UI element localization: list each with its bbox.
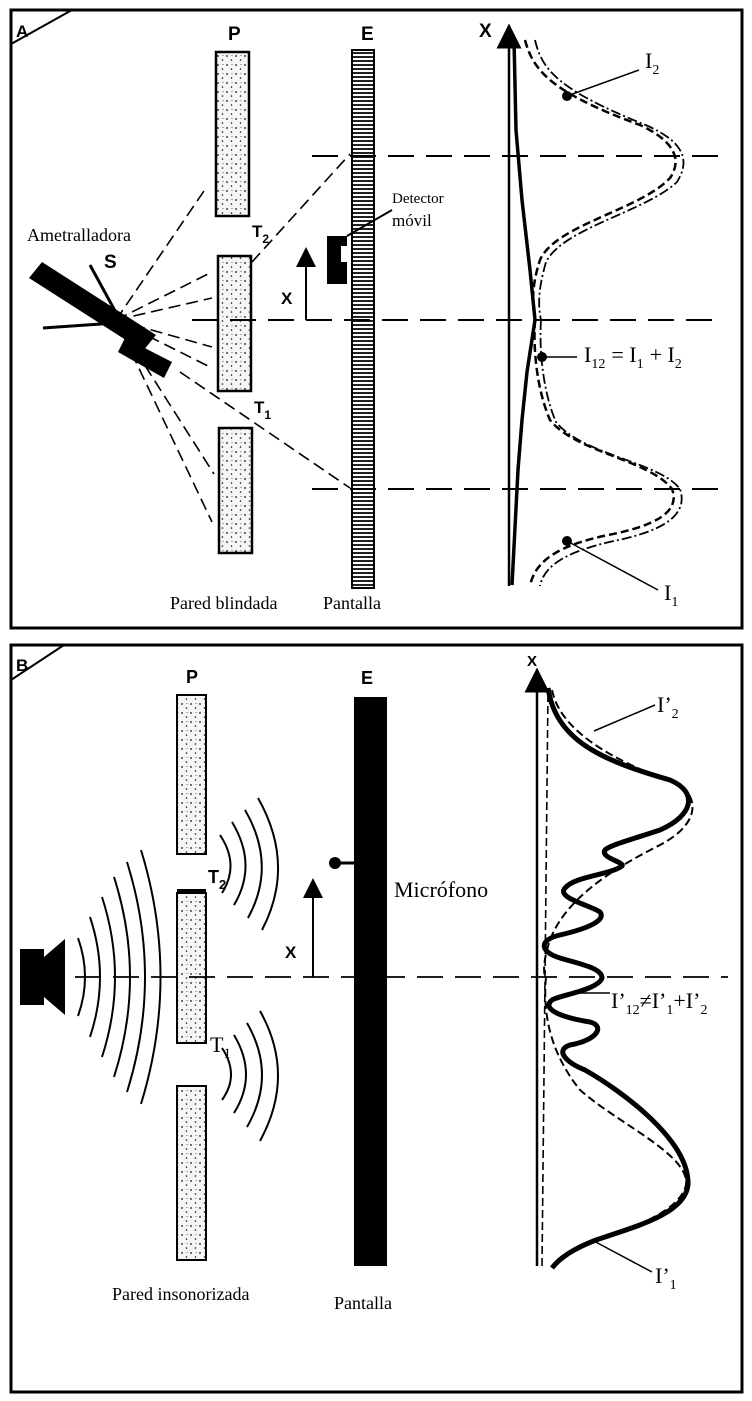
curve-i1-prime xyxy=(544,976,688,1269)
slit-t1-label-b: T1 xyxy=(210,1032,231,1062)
panel-a-tag-corner xyxy=(10,9,76,46)
curve-i2-prime xyxy=(543,689,694,978)
x-label: X xyxy=(281,289,293,308)
wall-b-middle xyxy=(176,892,207,1044)
screen-label-e: E xyxy=(361,24,374,45)
microphone-icon xyxy=(329,857,354,869)
machine-gun xyxy=(29,262,172,378)
wall-block-middle xyxy=(216,254,253,393)
i2-pointer xyxy=(566,69,640,97)
panel-a-tag: A xyxy=(16,22,28,41)
panel-b: B P E T2 xyxy=(9,643,744,1394)
wall-label-p-b: P xyxy=(186,667,198,687)
panel-b-tag-corner xyxy=(10,644,68,682)
screen-label-e-b: E xyxy=(361,668,373,688)
slit-t2-label: T2 xyxy=(252,222,269,246)
curve-sharp-line xyxy=(510,39,537,586)
wall-b-top xyxy=(176,694,207,855)
panel-b-envelopes xyxy=(543,689,694,1269)
sum-equation: I12= I1+ I2 xyxy=(584,342,682,372)
intensity-axis-label: X xyxy=(479,21,492,42)
slit-t1-label: T1 xyxy=(254,398,271,422)
screen-caption-b: Pantalla xyxy=(334,1293,392,1313)
wall-caption-a: Pared blindada xyxy=(170,593,277,613)
source-label-s: S xyxy=(104,252,117,273)
i1-prime-pointer xyxy=(591,1239,653,1273)
screen-caption-a: Pantalla xyxy=(323,593,381,613)
i1-prime-label: I’1 xyxy=(655,1263,677,1293)
sound-waves-t1 xyxy=(221,1010,279,1142)
mic-label: Micrófono xyxy=(394,877,488,902)
speaker-icon xyxy=(20,939,65,1015)
panel-b-border xyxy=(9,643,744,1394)
interference-curve xyxy=(541,687,691,1270)
sound-waves-t2 xyxy=(219,797,280,931)
i2-label: I2 xyxy=(645,48,659,78)
wall-b-bottom xyxy=(176,1085,207,1261)
wall-caption-b: Pared insonorizada xyxy=(112,1284,249,1304)
detector-pointer xyxy=(346,209,393,237)
curve-i1 xyxy=(528,319,675,587)
detector-label-line2: móvil xyxy=(392,211,432,230)
reference-lines xyxy=(192,155,722,490)
gun-label: Ametralladora xyxy=(27,225,131,245)
screen-e-b xyxy=(354,697,387,1266)
wall-block-top xyxy=(214,50,251,218)
i2-prime-pointer xyxy=(593,704,656,732)
slit-t2-label-b: T2 xyxy=(208,867,226,892)
curve-i2 xyxy=(523,39,677,321)
panel-a-curves xyxy=(510,39,685,587)
inequality-label: I’12≠I’1+I’2 xyxy=(611,988,707,1018)
curve-i2-outer xyxy=(534,39,685,321)
panel-b-tag: B xyxy=(16,656,28,675)
intensity-axis-label-b: X xyxy=(527,653,537,670)
panel-a-border xyxy=(9,8,744,630)
wall-label-p: P xyxy=(228,24,241,45)
movable-detector xyxy=(327,236,347,284)
x-label-b: X xyxy=(285,943,297,962)
detector-label-line1: Detector xyxy=(392,191,444,207)
bullet-trajectories xyxy=(115,153,351,523)
i1-label: I1 xyxy=(664,580,678,610)
wall-block-bottom xyxy=(217,426,254,555)
i2-prime-label: I’2 xyxy=(657,692,679,722)
curve-i1-outer xyxy=(539,319,683,587)
i1-pointer xyxy=(566,540,659,591)
panel-a: A P E Ametralladora S T2 xyxy=(9,8,744,630)
